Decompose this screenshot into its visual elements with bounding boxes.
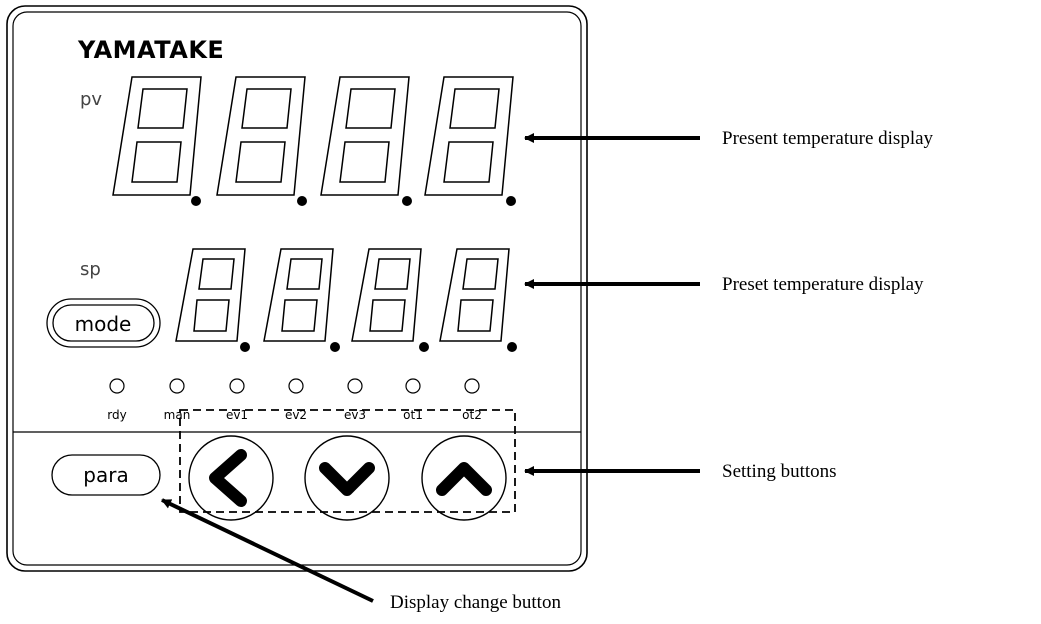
sp-decimal-point-1 [240,342,250,352]
indicator-label-ev2: ev2 [285,408,307,422]
pv-label: pv [80,89,102,110]
indicator-label-ot2: ot2 [462,408,482,422]
chevron-up-icon [436,462,492,496]
sp-decimal-point-3 [419,342,429,352]
sp-digit-2 [263,248,340,352]
pv-display [112,76,516,206]
sp-digit-4 [439,248,517,352]
indicator-label-ot1: ot1 [403,408,423,422]
chevron-down-icon [319,462,375,496]
callout-preset-temperature: Preset temperature display [722,274,924,295]
callout-display-change: Display change button [390,592,561,613]
indicator-lamp-ev1 [229,378,245,394]
mode-button[interactable]: mode [46,298,161,348]
para-button[interactable]: para [51,454,161,496]
sp-decimal-point-2 [330,342,340,352]
down-button[interactable] [304,435,390,521]
pv-decimal-point-3 [402,196,412,206]
indicator-labels: rdy man ev1 ev2 ev3 ot1 ot2 [107,408,482,422]
brand-logo: YAMATAKE [77,36,224,64]
chevron-left-icon [209,449,247,507]
pv-digit-4 [424,76,516,206]
sp-decimal-point-4 [507,342,517,352]
indicator-lamp-ot2 [464,378,480,394]
indicator-lamp-ev3 [347,378,363,394]
indicator-label-ev1: ev1 [226,408,248,422]
indicator-lamp-ev2 [288,378,304,394]
setting-buttons-group-box [179,409,516,513]
pv-decimal-point-2 [297,196,307,206]
pv-digit-1 [112,76,202,206]
mode-button-label: mode [75,312,132,336]
sp-digit-1 [175,248,250,352]
indicator-lamp-ot1 [405,378,421,394]
pv-decimal-point-1 [191,196,201,206]
left-button[interactable] [188,435,274,521]
sp-digit-3 [351,248,429,352]
indicator-lamp-man [169,378,185,394]
indicator-lamps [109,378,480,394]
sp-display [175,248,517,352]
up-button[interactable] [421,435,507,521]
callout-present-temperature: Present temperature display [722,128,934,149]
indicator-label-rdy: rdy [107,408,126,422]
arrow-display-change [161,498,374,603]
callout-setting-buttons: Setting buttons [722,461,837,482]
sp-label: sp [80,259,101,280]
indicator-label-man: man [164,408,191,422]
pv-digit-3 [320,76,412,206]
para-button-label: para [83,463,128,487]
indicator-label-ev3: ev3 [344,408,366,422]
pv-decimal-point-4 [506,196,516,206]
pv-digit-2 [216,76,307,206]
indicator-lamp-rdy [109,378,125,394]
